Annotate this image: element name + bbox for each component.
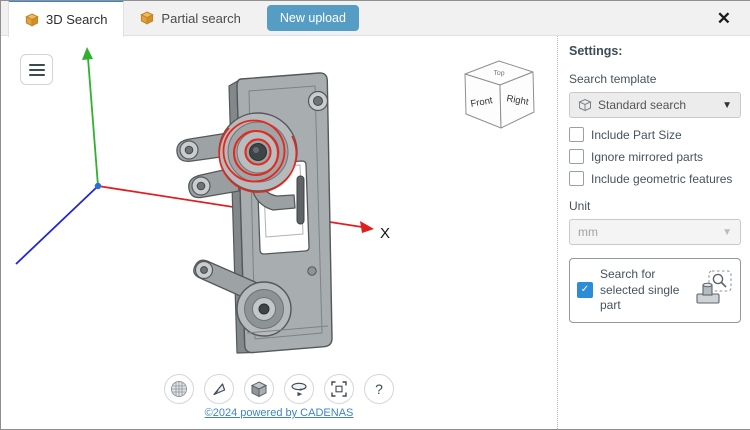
selection-highlight: [218, 119, 298, 193]
mesh-sphere-icon: [171, 381, 187, 397]
viewport-3d[interactable]: X: [1, 35, 558, 429]
rotate-animation-button[interactable]: [284, 374, 314, 404]
unit-label: Unit: [569, 199, 591, 213]
turntable-icon: [291, 382, 307, 397]
checkbox-label: Include Part Size: [591, 127, 682, 142]
help-button[interactable]: ?: [364, 374, 394, 404]
measure-flag-button[interactable]: [204, 374, 234, 404]
unit-dropdown[interactable]: mm ▼: [569, 219, 741, 245]
part-search-icon: [695, 270, 733, 311]
tab-partial-search[interactable]: Partial search: [124, 1, 256, 35]
search-template-label: Search template: [569, 72, 657, 86]
cube-icon: [25, 12, 39, 27]
main-area: X: [1, 35, 750, 429]
checkbox-label: Include geometric features: [591, 171, 733, 186]
single-part-label: Search for selected single part: [600, 267, 680, 313]
mesh-view-button[interactable]: [164, 374, 194, 404]
hamburger-icon: [28, 63, 45, 76]
cube-outline-icon: [578, 98, 592, 112]
fit-screen-icon: [331, 381, 347, 397]
single-part-box: Search for selected single part: [569, 258, 741, 323]
ignore-mirrored-parts-checkbox[interactable]: [569, 149, 584, 164]
search-template-value: Standard search: [598, 98, 687, 112]
new-upload-button[interactable]: New upload: [266, 5, 359, 31]
viewcube-right-label: Right: [506, 93, 530, 108]
search-template-dropdown[interactable]: Standard search ▼: [569, 92, 741, 118]
close-button[interactable]: ✕: [711, 9, 737, 28]
viewport-toolbar: ?: [1, 374, 557, 404]
viewport-scene: X: [15, 47, 390, 354]
unit-value: mm: [578, 225, 598, 239]
menu-button[interactable]: [20, 54, 53, 85]
tab-label: Partial search: [161, 10, 241, 26]
settings-title: Settings:: [569, 44, 623, 58]
chevron-down-icon: ▼: [722, 226, 732, 238]
viewcube-top-label: Top: [493, 70, 505, 78]
close-icon: ✕: [716, 8, 731, 28]
chevron-down-icon: ▼: [722, 99, 732, 111]
include-part-size-checkbox[interactable]: [569, 127, 584, 142]
flag-icon: [213, 383, 226, 396]
fit-view-button[interactable]: [324, 374, 354, 404]
copyright-line: ©2024 powered by CADENAS: [1, 407, 557, 419]
settings-panel: Settings: Search template Standard searc…: [558, 35, 750, 429]
question-mark-icon: ?: [375, 381, 383, 397]
view-cube[interactable]: Top Front Right: [451, 55, 547, 139]
viewcube-front-label: Front: [470, 95, 494, 110]
include-part-size-row[interactable]: Include Part Size: [569, 127, 741, 142]
solid-view-button[interactable]: [244, 374, 274, 404]
tab-bar: 3D Search Partial search New upload ✕: [1, 1, 750, 37]
single-part-checkbox[interactable]: [577, 282, 593, 299]
tab-3d-search[interactable]: 3D Search: [8, 1, 125, 37]
include-geometric-features-row[interactable]: Include geometric features: [569, 171, 741, 186]
solid-cube-icon: [250, 381, 268, 398]
include-geometric-features-checkbox[interactable]: [569, 171, 584, 186]
x-axis-label: X: [380, 225, 390, 242]
part-model[interactable]: [176, 72, 333, 354]
checkbox-label: Ignore mirrored parts: [591, 149, 704, 164]
ignore-mirrored-parts-row[interactable]: Ignore mirrored parts: [569, 149, 741, 164]
cadenas-link[interactable]: ©2024 powered by CADENAS: [204, 407, 354, 419]
lower-roller[interactable]: [236, 281, 292, 337]
tab-label: 3D Search: [46, 12, 108, 27]
cube-icon: [140, 11, 155, 25]
